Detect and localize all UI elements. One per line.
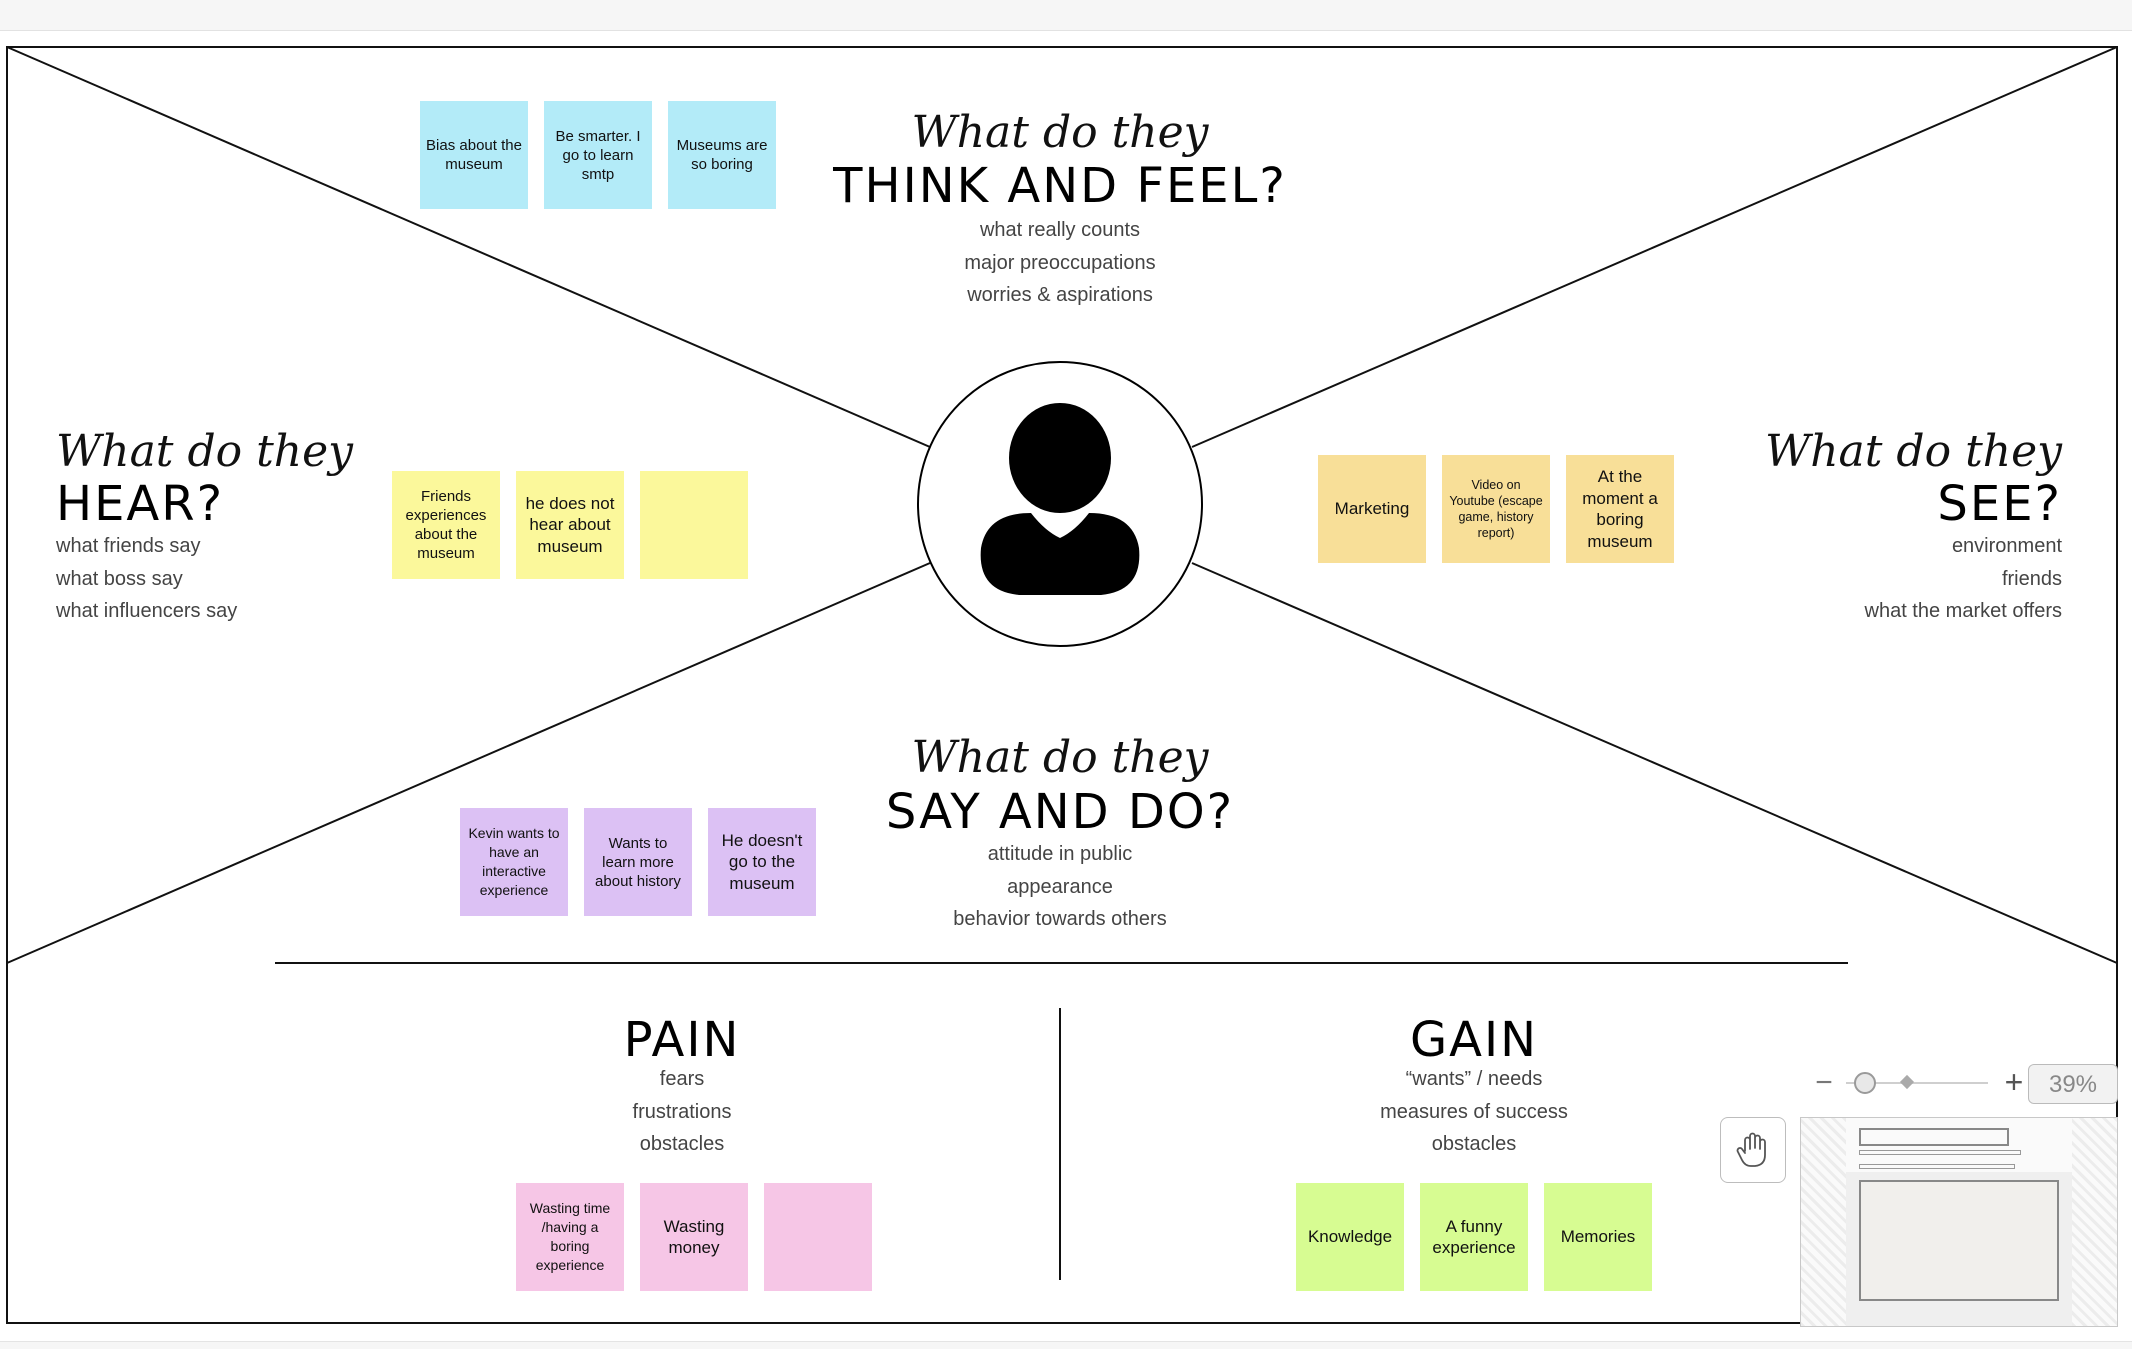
sticky-note-gain-1[interactable]: Knowledge	[1296, 1183, 1404, 1291]
minimap-out-of-bounds-left	[1801, 1118, 1846, 1326]
board-minimap[interactable]	[1800, 1117, 2118, 1327]
think-line: major preoccupations	[964, 251, 1156, 274]
minimap-out-of-bounds-right	[2072, 1118, 2117, 1326]
diagonal-top-left	[6, 46, 931, 448]
see-script-heading: What do they	[1764, 426, 2062, 477]
top-toolbar	[0, 0, 2132, 31]
pain-line: obstacles	[639, 1133, 725, 1155]
say-title: SAY AND DO?	[885, 784, 1235, 840]
diagonal-bottom-right	[1191, 562, 2118, 964]
hear-line: what boss say	[56, 567, 183, 590]
hear-subtitle-lines: what friends say what boss say what infl…	[56, 530, 237, 628]
minus-icon: −	[1815, 1066, 1833, 1099]
zoom-slider-track[interactable]	[1846, 1082, 1988, 1084]
see-line: environment	[1951, 535, 2062, 557]
sticky-note-see-3[interactable]: At the moment a boring museum	[1566, 455, 1674, 563]
sticky-note-pain-2[interactable]: Wasting money	[640, 1183, 748, 1291]
sticky-note-gain-3[interactable]: Memories	[1544, 1183, 1652, 1291]
think-subtitle-lines: what really counts major preoccupations …	[860, 214, 1260, 312]
user-silhouette-icon	[980, 403, 1140, 595]
sticky-note-see-1[interactable]: Marketing	[1318, 455, 1426, 563]
see-subtitle-lines: environment friends what the market offe…	[1700, 530, 2063, 628]
gain-line: measures of success	[1380, 1100, 1568, 1123]
say-line: behavior towards others	[953, 908, 1167, 930]
sticky-note-think-3[interactable]: Museums are so boring	[668, 101, 776, 209]
zoom-in-button[interactable]: +	[2000, 1066, 2028, 1098]
think-title: THINK AND FEEL?	[833, 158, 1287, 214]
pain-title: PAIN	[623, 1012, 741, 1068]
diagonal-top-right	[1191, 46, 2118, 448]
hear-script-heading: What do they	[56, 426, 354, 477]
sticky-note-gain-2[interactable]: A funny experience	[1420, 1183, 1528, 1291]
gain-subtitle-lines: “wants” / needs measures of success obst…	[1274, 1063, 1674, 1161]
pain-line: fears	[659, 1068, 705, 1090]
zoom-out-button[interactable]: −	[1810, 1068, 1838, 1098]
gain-line: “wants” / needs	[1405, 1068, 1543, 1090]
zoom-percentage[interactable]: 39%	[2028, 1064, 2118, 1104]
persona-circle	[917, 361, 1203, 647]
sticky-note-pain-1[interactable]: Wasting time /having a boring experience	[516, 1183, 624, 1291]
hear-title: HEAR?	[56, 476, 225, 532]
see-line: friends	[2001, 567, 2062, 590]
sticky-note-say-3[interactable]: He doesn't go to the museum	[708, 808, 816, 916]
pan-tool-button[interactable]	[1720, 1117, 1786, 1183]
sticky-note-think-2[interactable]: Be smarter. I go to learn smtp	[544, 101, 652, 209]
plus-icon: +	[2004, 1064, 2024, 1100]
pain-line: frustrations	[632, 1100, 732, 1123]
hand-pan-icon	[1736, 1132, 1766, 1167]
minimap-element	[1859, 1150, 2021, 1155]
sticky-note-say-2[interactable]: Wants to learn more about history	[584, 808, 692, 916]
hear-line: what friends say	[56, 535, 201, 557]
gain-title: GAIN	[1409, 1012, 1539, 1068]
see-title: SEE?	[1937, 476, 2062, 532]
sticky-note-hear-2[interactable]: he does not hear about museum	[516, 471, 624, 579]
say-line: attitude in public	[987, 843, 1133, 865]
minimap-board-preview	[1859, 1180, 2059, 1301]
sticky-note-say-1[interactable]: Kevin wants to have an interactive exper…	[460, 808, 568, 916]
sticky-note-think-1[interactable]: Bias about the museum	[420, 101, 528, 209]
minimap-element	[1859, 1164, 2015, 1169]
zoom-slider-handle[interactable]	[1854, 1072, 1876, 1094]
sticky-note-hear-3[interactable]	[640, 471, 748, 579]
sticky-note-see-2[interactable]: Video on Youtube (escape game, history r…	[1442, 455, 1550, 563]
board-frame	[6, 46, 2118, 1324]
see-line: what the market offers	[1864, 600, 2063, 622]
think-line: what really counts	[979, 219, 1141, 241]
bottom-bar	[0, 1341, 2132, 1349]
say-script-heading: What do they	[911, 732, 1209, 783]
pain-subtitle-lines: fears frustrations obstacles	[482, 1063, 882, 1161]
hear-line: what influencers say	[56, 600, 238, 622]
think-script-heading: What do they	[911, 107, 1209, 158]
say-line: appearance	[1007, 875, 1113, 898]
sticky-note-pain-3[interactable]	[764, 1183, 872, 1291]
zoom-default-marker	[1899, 1074, 1915, 1090]
think-line: worries & aspirations	[967, 284, 1153, 306]
minimap-element	[1859, 1128, 2009, 1146]
zoom-controls: − + 39%	[1810, 1060, 2120, 1108]
gain-line: obstacles	[1431, 1133, 1517, 1155]
sticky-note-hear-1[interactable]: Friends experiences about the museum	[392, 471, 500, 579]
say-subtitle-lines: attitude in public appearance behavior t…	[860, 838, 1260, 936]
diagonal-bottom-left	[6, 562, 931, 964]
